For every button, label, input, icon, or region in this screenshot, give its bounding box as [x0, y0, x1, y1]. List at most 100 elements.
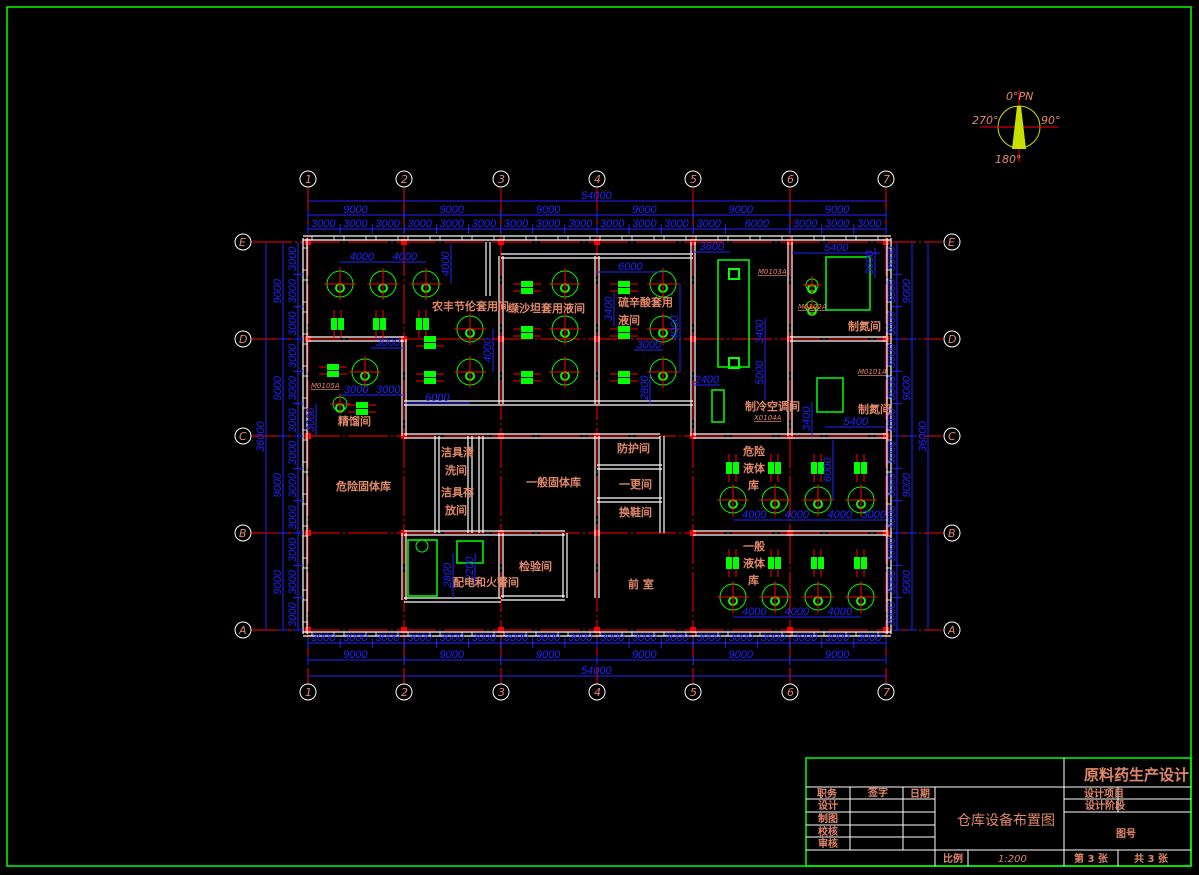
pump-icon [861, 462, 867, 474]
grid-bubble [492, 683, 510, 701]
room-label: 配电和火警间 [453, 575, 519, 589]
dimension-text: 3000 [862, 509, 887, 521]
window [886, 343, 892, 367]
column-marker [498, 433, 504, 439]
scale-value: 1:200 [998, 854, 1027, 865]
column-marker [883, 530, 889, 536]
equipment-outline [825, 256, 871, 311]
dimension-text: 9000 [825, 204, 850, 216]
grid-bubble [395, 170, 413, 188]
pump-icon [380, 318, 386, 330]
window [886, 471, 892, 495]
dimension-text: 3000 [857, 632, 882, 644]
grid-bubble [684, 683, 702, 701]
dimension-text: 4000 [350, 251, 375, 263]
dimension-text: 3000 [886, 504, 898, 529]
window [471, 631, 495, 637]
dimension-text: 3000 [343, 218, 368, 230]
dimension-text: 9000 [901, 472, 913, 497]
dimension-text: 3000 [886, 440, 898, 465]
window [823, 235, 847, 241]
window [886, 567, 892, 591]
dimension-text: 6000 [425, 392, 450, 404]
dimension-text: 4000 [828, 509, 853, 521]
dimension-text: 5000 [754, 360, 766, 385]
dimension-text: 3000 [407, 632, 432, 644]
dimension-text: 4000 [742, 606, 767, 618]
room-label: 换鞋间 [619, 505, 652, 519]
room-label: 防护间 [617, 441, 650, 455]
room-labels: 农丰节伦套用间 缬沙坦套用液间 硫辛酸套用 液间 精馏间 制冷空调间 制氮间 制… [311, 268, 891, 591]
dimension-text: 3000 [344, 384, 369, 396]
grid-label-column: 6 [787, 686, 794, 699]
equipment-outline [456, 540, 484, 564]
dimension-text: 3000 [536, 632, 561, 644]
dimension-text: 9000 [901, 569, 913, 594]
column-marker [690, 239, 696, 245]
window [302, 247, 308, 271]
dimension-text: 9000 [536, 649, 561, 661]
dimension-text: 3000 [793, 218, 818, 230]
dimension-text: 3000 [568, 218, 593, 230]
window [727, 631, 751, 637]
dimension-text: 3400 [801, 406, 813, 431]
grid-bubble [234, 621, 252, 639]
dimension-text: 4000 [440, 251, 452, 276]
design-stage-label: 设计阶段 [1085, 799, 1125, 812]
dimension-text: 3000 [407, 218, 432, 230]
room-label: 农丰节伦套用间 [431, 299, 509, 313]
compass-west: 270° [972, 114, 999, 127]
pump-icon [424, 336, 436, 342]
grid-bubble [877, 683, 895, 701]
window [439, 631, 463, 637]
dimension-text: 54000 [581, 190, 612, 202]
dimension-text: 4000 [785, 509, 810, 521]
dimension-text: 3000 [472, 632, 497, 644]
dimension-text: 3000 [287, 375, 299, 400]
room-label: 库 [748, 573, 759, 587]
window [855, 631, 879, 637]
dimension-text: 3000 [376, 337, 401, 349]
dimension-text: 3000 [825, 218, 850, 230]
grid-label-column: 1 [305, 173, 312, 186]
room-label: 一更间 [619, 478, 652, 491]
dimension-text: 6000 [822, 457, 834, 482]
dimension-text: 3000 [287, 278, 299, 303]
pump-icon [811, 557, 817, 569]
grid-bubble [234, 233, 252, 251]
pump-icon [356, 409, 368, 415]
dimension-text: 3000 [287, 246, 299, 271]
window [886, 247, 892, 271]
pump-icon [327, 364, 339, 370]
dimension-text: 4000 [482, 337, 494, 362]
column-marker [401, 336, 407, 342]
room-label: 放间 [444, 503, 467, 517]
panel-icon [415, 539, 429, 553]
window [375, 631, 399, 637]
column-marker [498, 627, 504, 633]
window [663, 631, 687, 637]
room-label: 制氮间 [848, 319, 881, 333]
equipment-outline [816, 377, 844, 413]
dimension-text: 3400 [754, 319, 766, 344]
dimension-text: 2800 [639, 375, 651, 401]
dimension-text: 9000 [632, 204, 657, 216]
dimension-text: 3000 [632, 632, 657, 644]
pump-icon [775, 462, 781, 474]
dimension-text: 5400 [824, 242, 849, 254]
pump-icon [861, 557, 867, 569]
dimension-text: 9000 [343, 649, 368, 661]
column-marker [787, 530, 793, 536]
equipment-outline [711, 389, 725, 423]
dimension-text: 3000 [886, 407, 898, 432]
window [302, 599, 308, 623]
grid-bubble [234, 427, 252, 445]
dimension-text: 9000 [901, 278, 913, 303]
window [311, 235, 335, 241]
project-title: 原料药生产设计 [1084, 766, 1189, 784]
window [343, 631, 367, 637]
column-marker [401, 530, 407, 536]
equipment-nozzle [728, 357, 740, 369]
pump-icon [521, 371, 533, 377]
dimension-text: 9000 [272, 472, 284, 497]
